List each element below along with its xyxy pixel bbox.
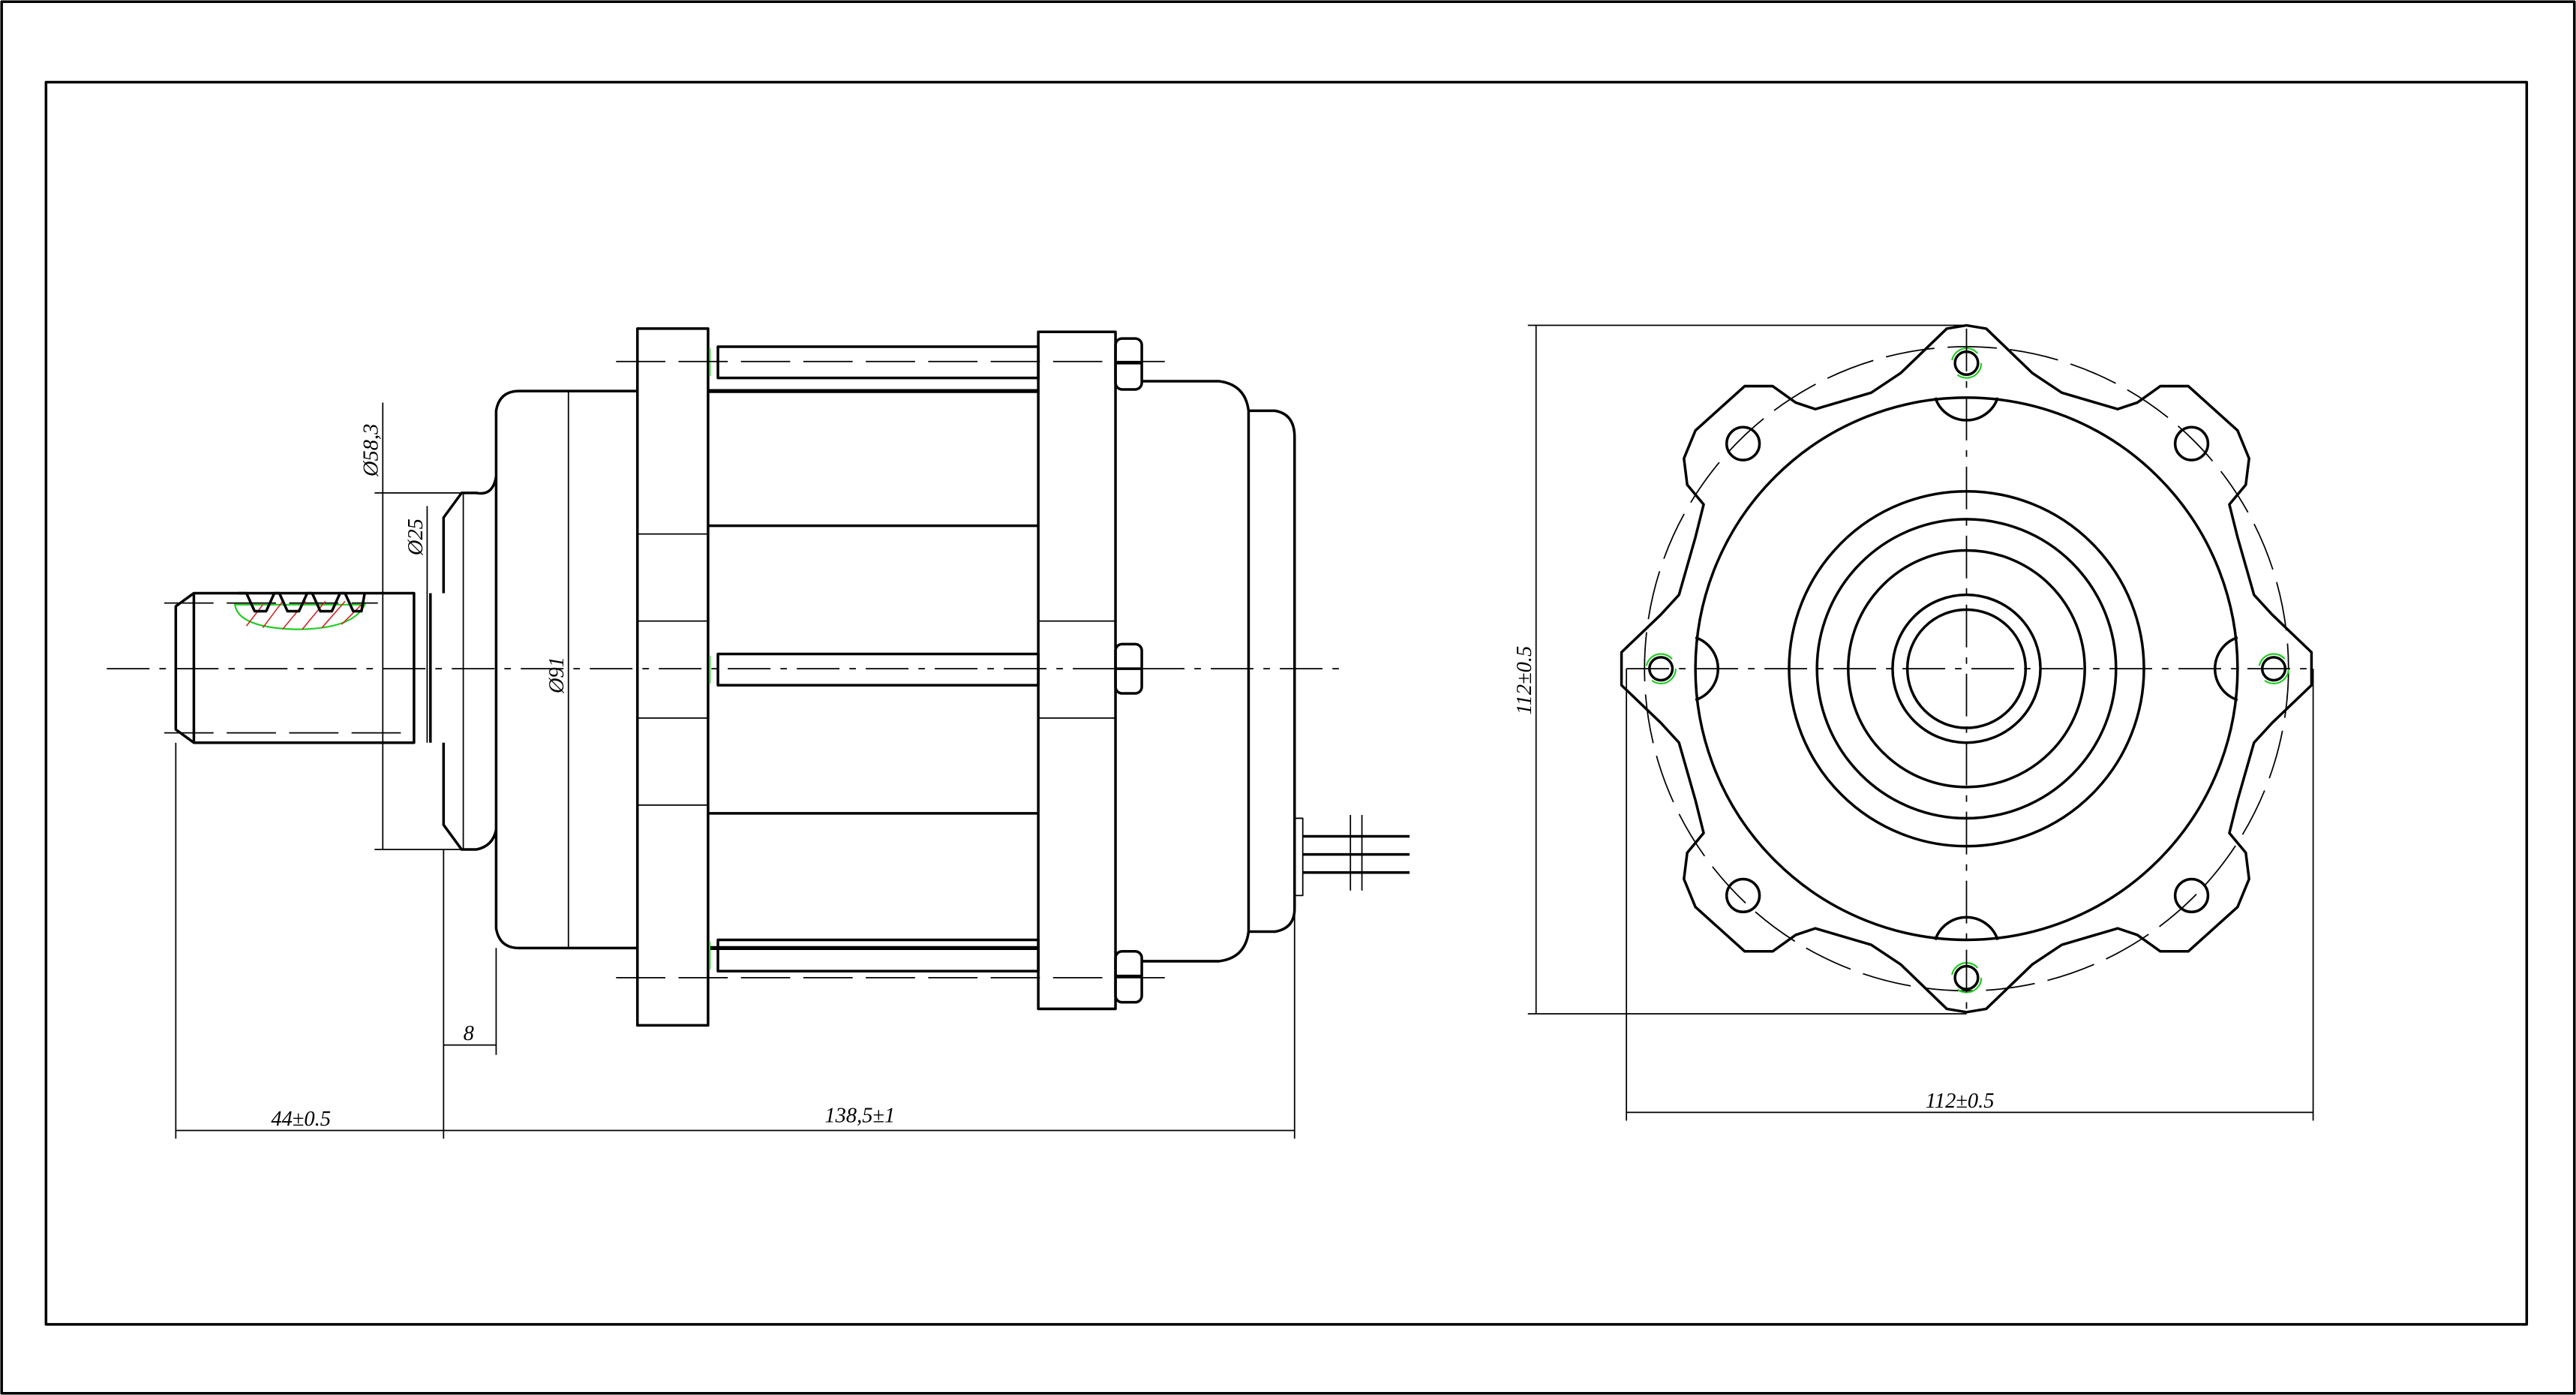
- motor-front-housing: [442, 389, 638, 950]
- shaft: [174, 591, 416, 744]
- dim-body-length: 138,5±1: [824, 1105, 895, 1128]
- front-flange: [635, 327, 710, 1027]
- tie-rod-top: [716, 345, 1040, 380]
- dim-shoulder-length: 8: [464, 1022, 474, 1045]
- dim-height: 112±0.5: [1513, 646, 1536, 715]
- dim-shaft-length: 44±0.5: [271, 1108, 331, 1131]
- rear-housing: [1142, 380, 1250, 963]
- dim-flange-diameter: Ø58,3: [360, 424, 383, 477]
- tie-rod-middle: [716, 652, 1040, 687]
- rear-flange: [1037, 330, 1117, 1011]
- dim-width: 112±0.5: [1926, 1090, 1995, 1113]
- end-cap: [1248, 409, 1296, 934]
- flange-outer-contour: [1620, 323, 2313, 1014]
- nut-heads: [1114, 337, 1143, 1004]
- front-view: 112±0.5 112±0.5: [1513, 323, 2314, 1121]
- tie-rod-bottom: [716, 938, 1040, 973]
- side-view: Ø58,3 Ø25 Ø91 8 44±0.5 138,5±1: [107, 327, 1410, 1139]
- drawing-frame: [44, 80, 2529, 1326]
- dim-shaft-diameter: Ø25: [404, 519, 428, 556]
- thread-hatch: [233, 603, 366, 630]
- dim-body-diameter: Ø91: [545, 657, 569, 694]
- mounting-holes: [1648, 350, 2287, 991]
- lead-wires: [1293, 815, 1410, 897]
